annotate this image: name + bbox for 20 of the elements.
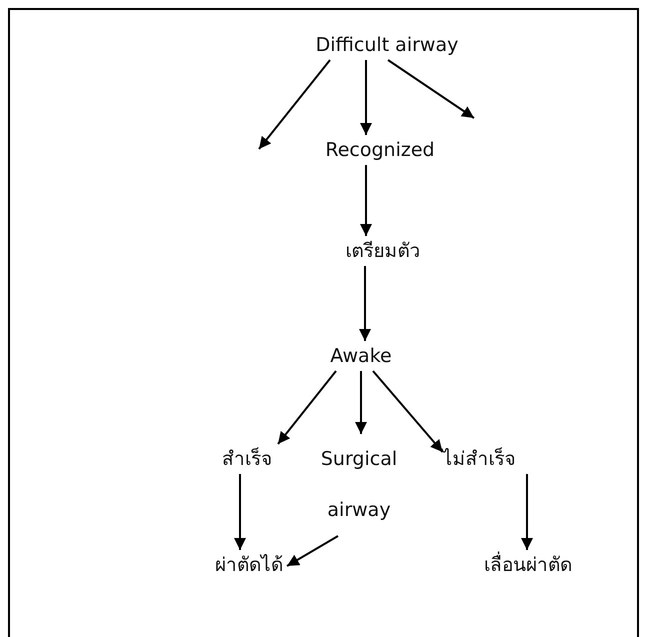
arrow xyxy=(355,371,367,434)
flow-label: ผ่าตัดได้ xyxy=(215,550,283,580)
flow-label: ไม่สำเร็จ xyxy=(442,444,516,474)
arrow xyxy=(387,59,475,119)
flow-label: Surgical airway xyxy=(304,434,414,536)
arrow xyxy=(360,60,372,135)
flow-label: Awake xyxy=(330,341,392,371)
flow-label: สำเร็จ xyxy=(222,444,272,474)
arrow xyxy=(234,474,246,550)
arrow xyxy=(277,370,337,445)
flow-label: เลื่อนผ่าตัด xyxy=(484,550,572,580)
flow-label: Recognized xyxy=(325,135,435,165)
arrow xyxy=(521,474,533,550)
arrow xyxy=(372,370,444,453)
arrow xyxy=(359,266,371,341)
flow-label: Difficult airway xyxy=(316,30,458,60)
arrow xyxy=(286,535,338,567)
arrow xyxy=(360,165,372,236)
flow-label: เตรียมตัว xyxy=(346,236,420,266)
arrow xyxy=(258,59,331,150)
